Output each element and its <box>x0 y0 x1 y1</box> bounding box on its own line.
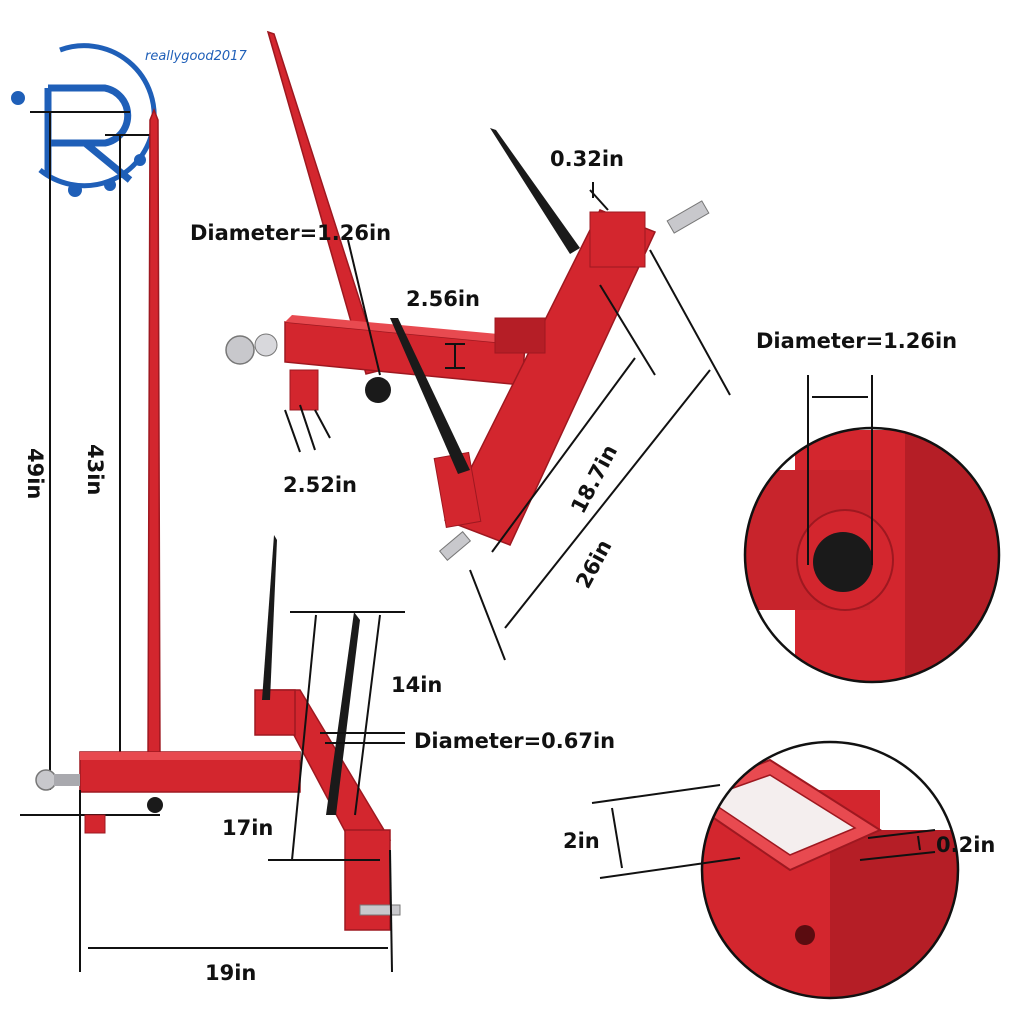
detail-diameter-label: Diameter=1.26in <box>756 329 957 353</box>
front-view-assembly <box>35 107 401 931</box>
detail-diameter-lines <box>807 375 873 565</box>
receiver-dimension-lines <box>591 784 936 879</box>
receiver-tube-detail <box>700 740 960 1000</box>
ball-mount-width-label: 2.52in <box>283 473 357 497</box>
wall-thickness-label: 0.2in <box>936 833 995 857</box>
hitch-diameter-label: Diameter=1.26in <box>190 221 391 245</box>
stabilizer-spacing-label: 14in <box>391 673 442 697</box>
top-bar-height-label: 2.56in <box>406 287 480 311</box>
frame-depth-label: 17in <box>222 816 273 840</box>
inner-width-label: 18.7in <box>566 441 622 518</box>
logo-caption: reallygood2017 <box>145 49 247 64</box>
receiver-size-label: 2in <box>563 829 600 853</box>
front-view-dimension-lines <box>79 611 405 973</box>
outer-width-label: 26in <box>571 536 616 593</box>
spear-length-label: 43in <box>83 444 107 495</box>
angled-view-dimension-lines <box>284 182 731 661</box>
overall-height-label: 49in <box>23 448 47 499</box>
pin-spacing-label: 0.32in <box>550 147 624 171</box>
angled-view-assembly <box>225 30 710 561</box>
base-width-label: 19in <box>205 961 256 985</box>
hitch-tube-detail <box>743 426 1001 684</box>
stabilizer-diameter-label: Diameter=0.67in <box>414 729 615 753</box>
brand-logo <box>11 43 157 197</box>
